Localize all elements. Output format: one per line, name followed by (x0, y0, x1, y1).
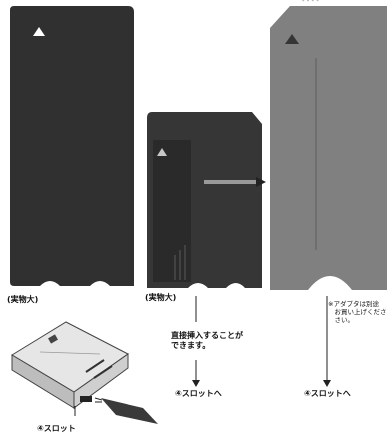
arrow-head-icon (256, 177, 266, 187)
triangle-mark-icon (285, 34, 299, 44)
direct-insert-text: 直接挿入することが できます。 (171, 331, 243, 350)
adapter-sold-separately-note: ※アダプタは別途 お買い上げくださ さい。 (328, 300, 387, 324)
down-arrow-icon (192, 380, 200, 387)
middle-card-scale-label: (実物大) (145, 293, 177, 302)
down-arrow-icon (323, 380, 331, 387)
triangle-mark-icon (33, 27, 45, 36)
triangle-mark-icon (157, 148, 167, 156)
right-slot-destination: ④スロットへ (304, 389, 351, 398)
adapter-card (270, 6, 387, 290)
middle-slot-destination: ④スロットへ (175, 389, 222, 398)
clipped-top-label: - - - - (302, 0, 319, 5)
inserting-card (101, 398, 158, 424)
device-slot-label: ④スロット (37, 424, 76, 433)
card-reader-device (11, 321, 129, 409)
left-card-scale-label: (実物大) (7, 295, 39, 304)
large-dark-card (10, 6, 134, 286)
